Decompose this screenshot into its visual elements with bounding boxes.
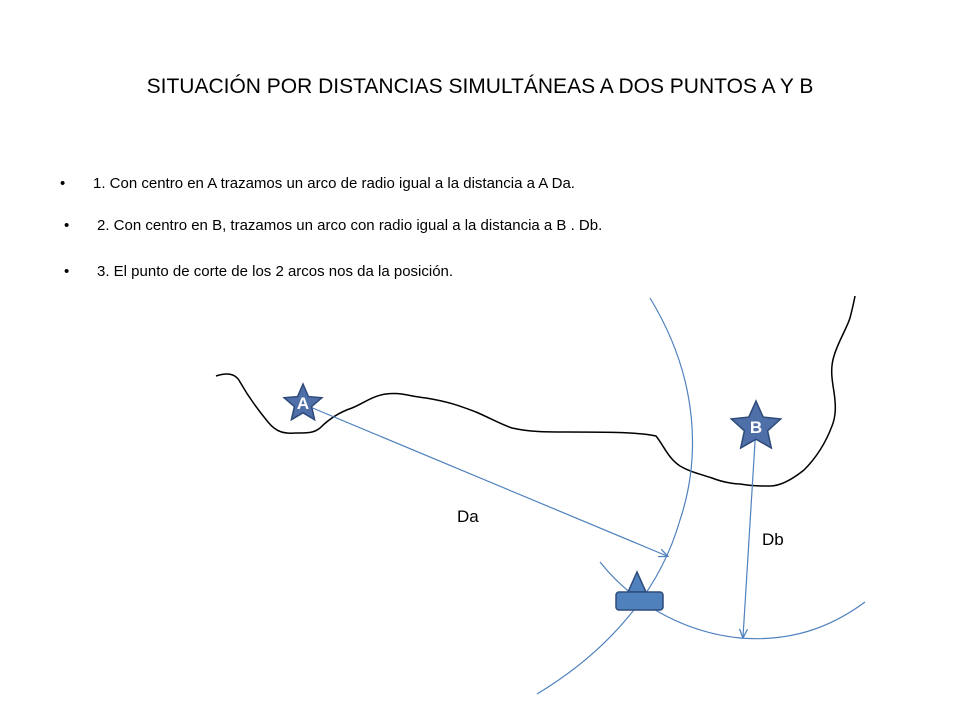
coastline [215, 295, 856, 487]
bullet-marker: • [64, 217, 70, 234]
point-b-star: B [729, 399, 783, 450]
distance-line-a [302, 403, 667, 556]
distance-a-label: Da [457, 507, 479, 526]
point-a-label: A [297, 394, 309, 413]
bullet-marker: • [60, 175, 66, 192]
step-3-text: 3. El punto de corte de los 2 arcos nos … [97, 263, 454, 280]
page-title: SITUACIÓN POR DISTANCIAS SIMULTÁNEAS A D… [146, 75, 814, 98]
point-b-label: B [750, 418, 762, 437]
distance-line-b [743, 425, 757, 637]
bullet-marker: • [64, 263, 70, 280]
point-a-star: A [282, 382, 324, 422]
step-2-text: 2. Con centro en B, trazamos un arco con… [97, 217, 603, 234]
ship-icon [615, 570, 664, 611]
step-1-text: 1. Con centro en A trazamos un arco de r… [93, 175, 575, 192]
distance-b-label: Db [762, 530, 784, 549]
arc-distance-a [536, 297, 694, 695]
